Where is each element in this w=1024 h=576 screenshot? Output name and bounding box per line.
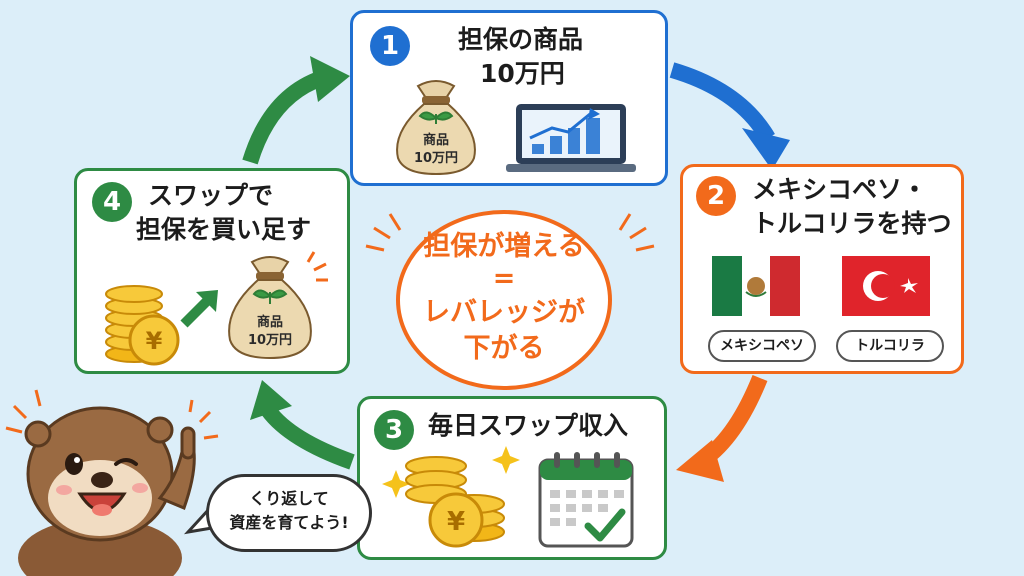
step4-number-badge: 4 — [92, 182, 132, 222]
center-line4: 下がる — [463, 333, 545, 364]
center-line1: 担保が増える — [423, 231, 585, 262]
laptop-chart-icon — [506, 104, 636, 172]
otter-mascot-icon — [5, 389, 219, 576]
speech-bubble-line2: 資産を育てよう! — [229, 513, 349, 532]
turkish-lira-label: トルコリラ — [836, 330, 944, 362]
turkey-flag-icon — [842, 256, 930, 316]
speech-bubble-line1: くり返して — [249, 489, 329, 508]
emphasis-lines-icon — [365, 213, 655, 252]
step4-title-line1: スワップで — [148, 181, 274, 210]
step3-title-line1: 毎日スワップ収入 — [428, 411, 629, 440]
money-bag-icon: 商品 10万円 — [396, 80, 476, 176]
yen-symbol: ¥ — [146, 327, 163, 355]
step3-number-badge: 3 — [374, 410, 414, 450]
step1-bag-label-line2: 10万円 — [414, 151, 458, 166]
step2-number-badge: 2 — [696, 176, 736, 216]
speech-bubble — [206, 474, 372, 552]
center-line2: = — [492, 263, 516, 294]
coin-stack-icon: ¥ — [105, 285, 180, 366]
step1-title-line2: 10万円 — [480, 59, 565, 88]
step4-bag-label-line1: 商品 — [257, 314, 283, 330]
step2-title-line1: メキシコペソ・ — [752, 175, 928, 204]
leverage-summary-circle — [396, 210, 612, 390]
center-line3: レバレッジが — [423, 297, 585, 328]
money-bag-icon: 商品 10万円 — [228, 251, 328, 360]
step1-bag-label-line1: 商品 — [423, 132, 449, 148]
coin-stack-icon: ¥ — [382, 446, 520, 548]
step1-number-badge: 1 — [370, 26, 410, 66]
step1-title-line1: 担保の商品 — [458, 25, 584, 54]
mexico-flag-icon — [712, 256, 800, 316]
step2-title-line2: トルコリラを持つ — [752, 209, 952, 238]
step4-bag-label-line2: 10万円 — [248, 333, 292, 348]
step4-title-line2: 担保を買い足す — [136, 215, 312, 244]
yen-symbol: ¥ — [447, 507, 465, 537]
calendar-check-icon — [538, 452, 634, 548]
arrow-up-right-icon — [180, 290, 218, 328]
mexican-peso-label: メキシコペソ — [708, 330, 816, 362]
